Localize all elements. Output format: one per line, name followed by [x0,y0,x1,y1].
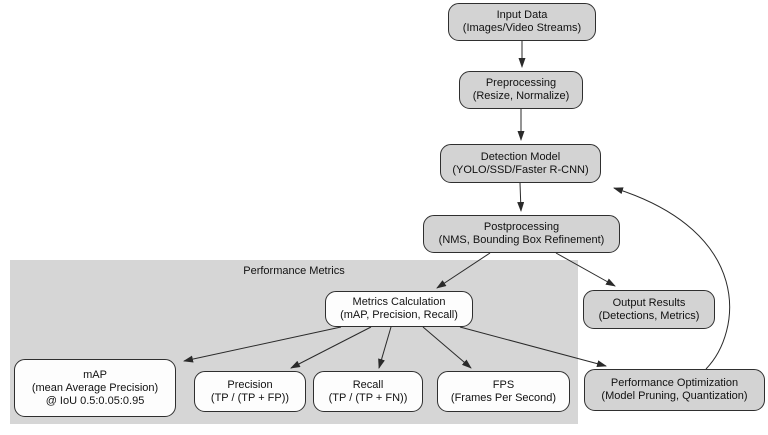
node-title: FPS [492,378,515,391]
cluster-label: Performance Metrics [243,265,345,277]
node-subtitle: (Resize, Normalize) [472,90,570,102]
node-detection-model: Detection Model (YOLO/SSD/Faster R-CNN) [440,144,601,183]
node-subtitle: (TP / (TP + FN)) [328,391,408,404]
arrow-perfopt-to-detection-feedback [613,187,731,370]
node-map: mAP (mean Average Precision) @ IoU 0.5:0… [14,359,176,417]
node-performance-optimization: Performance Optimization (Model Pruning,… [584,369,765,411]
arrow-metrics-to-recall [378,326,392,369]
node-title: Preprocessing [485,77,557,89]
node-subtitle: (Frames Per Second) [450,391,557,404]
node-subtitle: (YOLO/SSD/Faster R-CNN) [452,163,589,176]
node-precision: Precision (TP / (TP + FP)) [194,371,306,412]
node-preprocessing: Preprocessing (Resize, Normalize) [459,71,583,109]
node-title: Recall [352,378,384,391]
node-subtitle: (mean Average Precision) [31,381,159,394]
node-title: Precision [227,378,273,391]
arrow-postprocessing-to-output [555,252,616,287]
node-subtitle: (Images/Video Streams) [462,22,582,34]
node-input-data: Input Data (Images/Video Streams) [448,3,596,41]
node-title: Output Results [612,296,686,309]
node-title: Detection Model [480,150,561,163]
arrow-postprocessing-to-metrics [436,252,491,289]
node-subtitle: (Model Pruning, Quantization) [601,390,748,402]
node-postprocessing: Postprocessing (NMS, Bounding Box Refine… [423,215,620,253]
node-detail: @ IoU 0.5:0.05:0.95 [45,394,145,407]
node-subtitle: (TP / (TP + FP)) [210,391,290,404]
arrow-detection-to-postprocessing [517,182,525,212]
node-title: Metrics Calculation [352,296,446,308]
arrow-metrics-to-map [183,326,342,363]
node-subtitle: (NMS, Bounding Box Refinement) [438,234,605,246]
node-subtitle: (Detections, Metrics) [598,309,700,322]
arrow-metrics-to-precision [290,326,372,369]
node-title: Performance Optimization [610,377,739,389]
node-fps: FPS (Frames Per Second) [437,371,570,412]
arrow-metrics-to-perfopt [459,326,607,368]
node-title: mAP [83,368,107,381]
node-recall: Recall (TP / (TP + FN)) [313,371,423,412]
node-title: Postprocessing [483,221,560,233]
arrow-metrics-to-fps [422,326,472,369]
node-output-results: Output Results (Detections, Metrics) [583,290,715,329]
node-metrics-calculation: Metrics Calculation (mAP, Precision, Rec… [325,291,473,327]
node-title: Input Data [496,9,548,21]
node-subtitle: (mAP, Precision, Recall) [340,309,458,321]
